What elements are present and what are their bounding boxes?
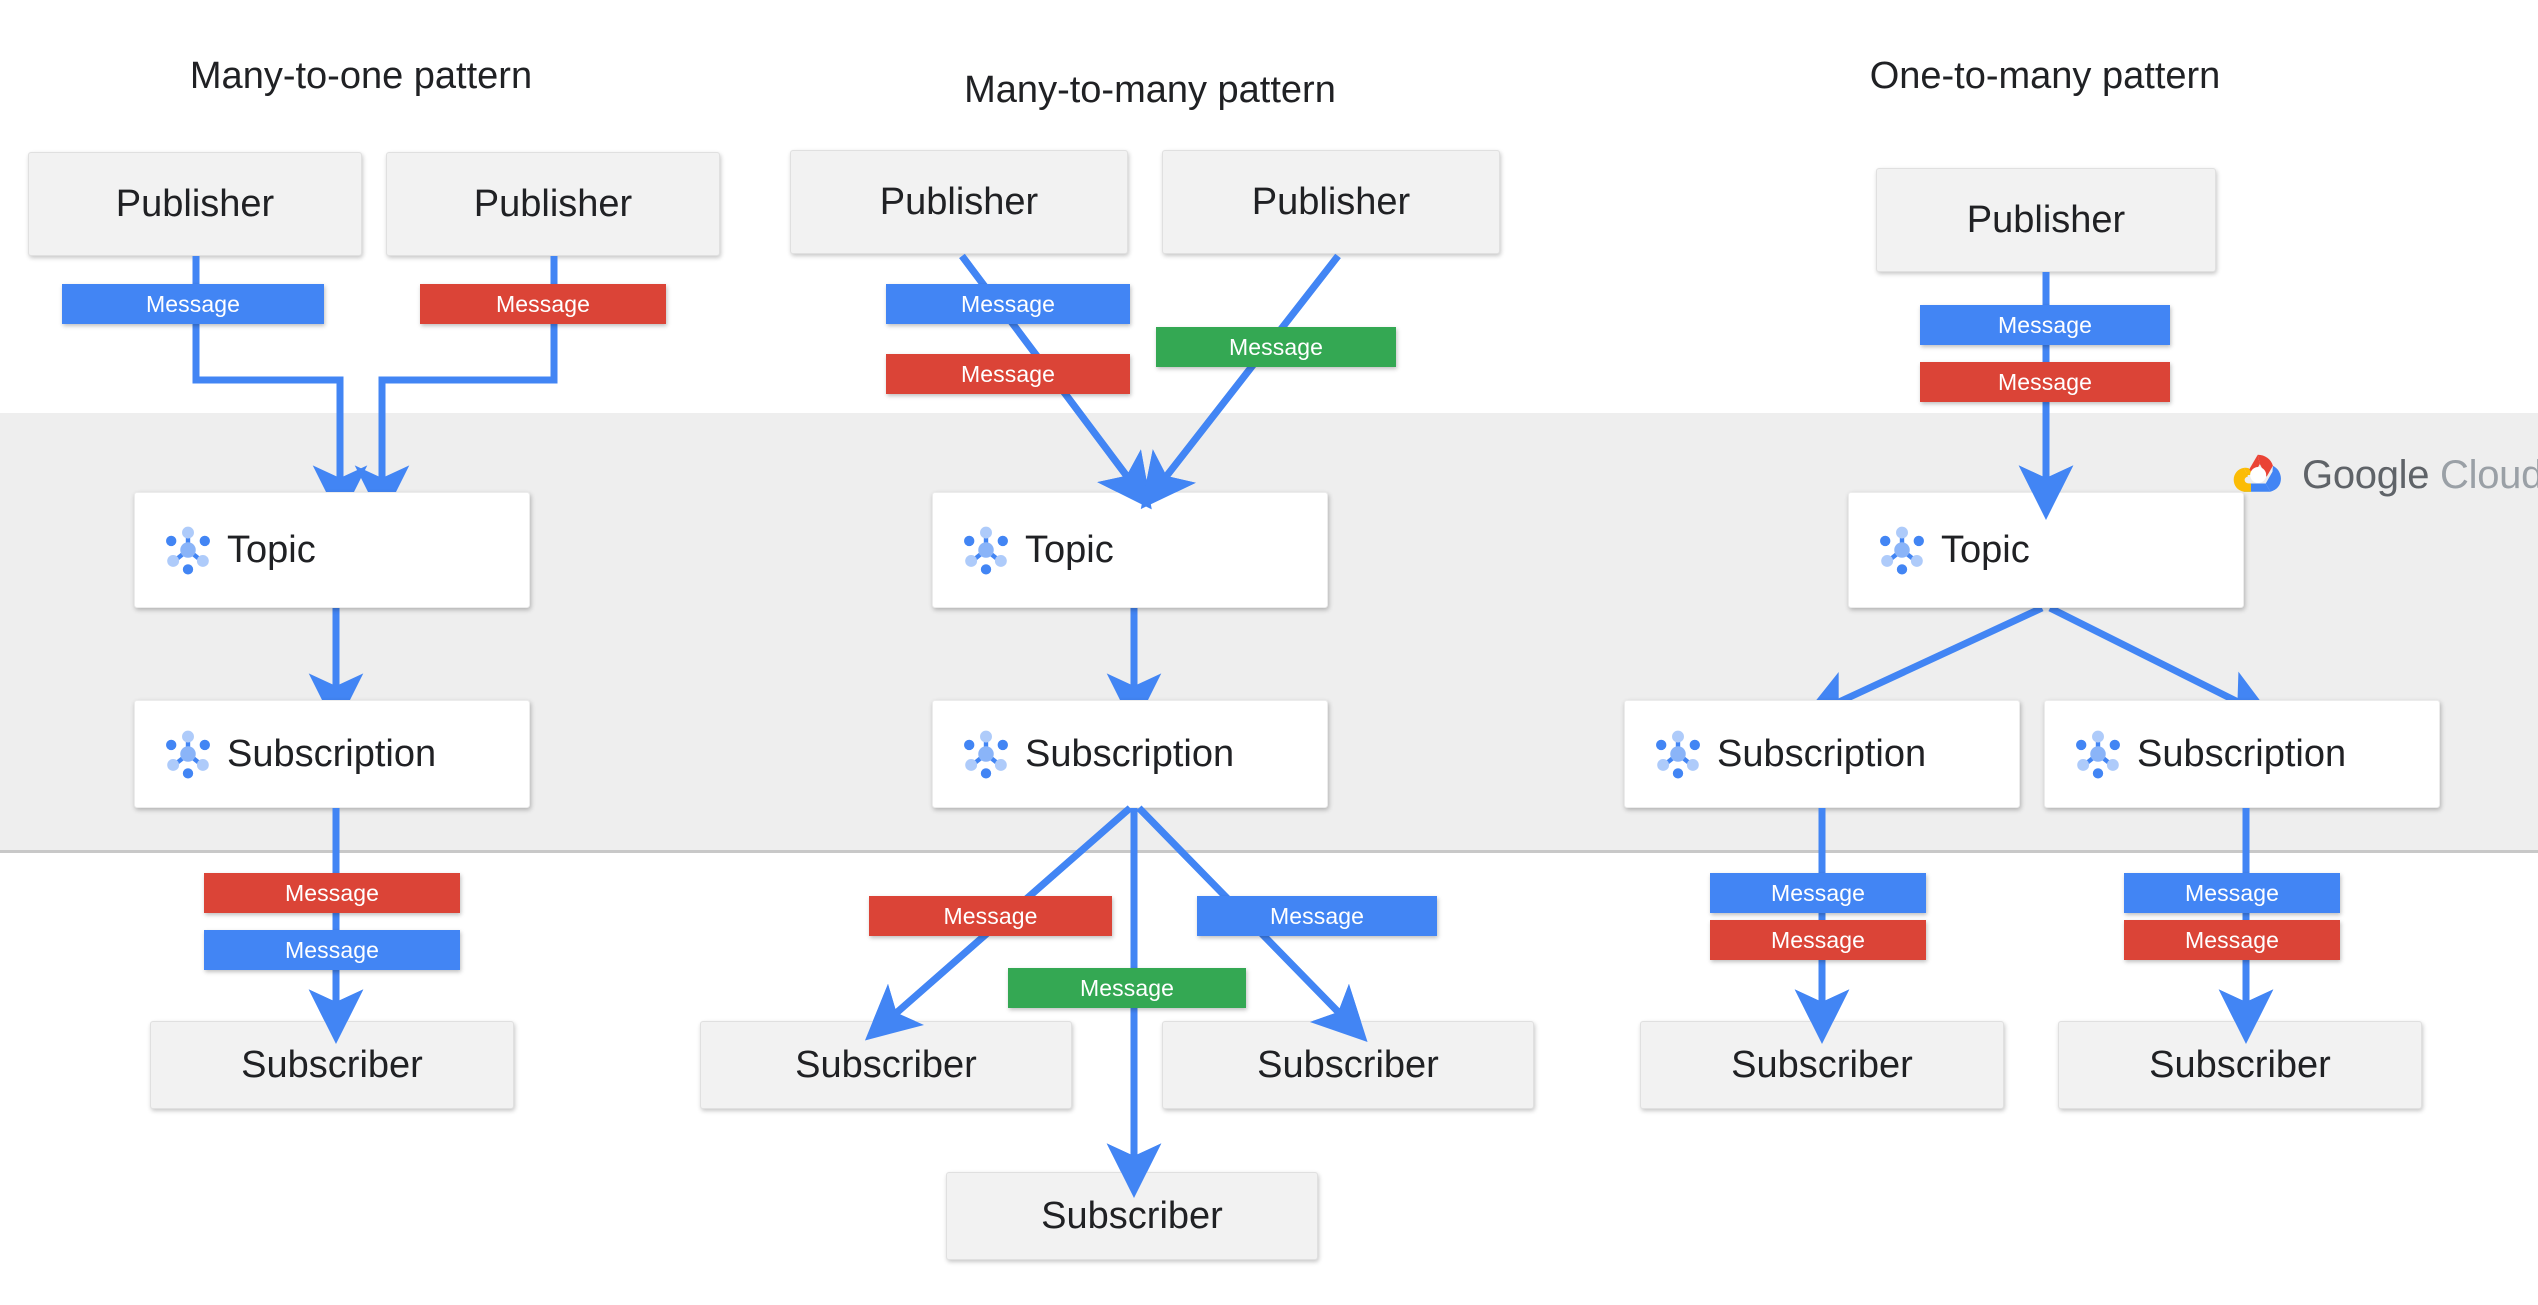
publisher-label: Publisher — [1251, 180, 1411, 223]
heading-one-to-many: One-to-many pattern — [1869, 55, 2221, 97]
subscriber-box[interactable]: Subscriber — [2058, 1021, 2422, 1109]
message-chip-label: Message — [2184, 926, 2280, 953]
pubsub-subscription-icon — [955, 723, 1017, 785]
pubsub-subscription-icon — [157, 723, 219, 785]
message-chip: Message — [204, 873, 460, 913]
message-chip: Message — [204, 930, 460, 970]
subscriber-box[interactable]: Subscriber — [700, 1021, 1072, 1109]
message-chip-label: Message — [284, 879, 380, 906]
message-chip-label: Message — [1997, 368, 2093, 395]
publisher-label: Publisher — [879, 180, 1039, 223]
message-chip: Message — [869, 896, 1112, 936]
message-chip: Message — [1008, 968, 1246, 1008]
publisher-box[interactable]: Publisher — [1876, 168, 2216, 272]
subscription-label: Subscription — [2137, 732, 2347, 775]
message-chip-label: Message — [1228, 333, 1324, 360]
message-chip-label: Message — [2184, 879, 2280, 906]
topic-label: Topic — [227, 528, 316, 571]
publisher-label: Publisher — [473, 182, 633, 225]
message-chip-label: Message — [145, 290, 241, 317]
message-chip: Message — [1710, 873, 1926, 913]
subscriber-box[interactable]: Subscriber — [946, 1172, 1318, 1260]
subscriber-label: Subscriber — [241, 1043, 423, 1086]
message-chip: Message — [1710, 920, 1926, 960]
topic-label: Topic — [1941, 528, 2030, 571]
topic-box[interactable]: Topic — [134, 492, 530, 608]
message-chip-label: Message — [1269, 902, 1365, 929]
message-chip: Message — [420, 284, 666, 324]
pubsub-subscription-icon — [2067, 723, 2129, 785]
message-chip-label: Message — [284, 936, 380, 963]
message-chip-label: Message — [943, 902, 1038, 929]
message-chip-label: Message — [960, 360, 1056, 387]
heading-many-to-one: Many-to-one pattern — [189, 55, 533, 97]
pubsub-topic-icon — [955, 519, 1017, 581]
heading-many-to-many: Many-to-many pattern — [964, 69, 1336, 111]
message-chip: Message — [2124, 873, 2340, 913]
subscription-label: Subscription — [1717, 732, 1927, 775]
message-chip: Message — [886, 284, 1130, 324]
subscriber-box[interactable]: Subscriber — [1162, 1021, 1534, 1109]
message-chip-label: Message — [1997, 311, 2093, 338]
message-chip: Message — [1920, 362, 2170, 402]
subscriber-label: Subscriber — [2149, 1043, 2331, 1086]
message-chip-label: Message — [495, 290, 591, 317]
message-chip-label: Message — [1770, 879, 1866, 906]
subscription-label: Subscription — [227, 732, 437, 775]
message-chip-label: Message — [960, 290, 1056, 317]
google-cloud-logo-icon — [2232, 448, 2286, 502]
publisher-box[interactable]: Publisher — [28, 152, 362, 256]
google-cloud-logo: Google Cloud — [2232, 448, 2538, 502]
subscriber-box[interactable]: Subscriber — [1640, 1021, 2004, 1109]
publisher-box[interactable]: Publisher — [1162, 150, 1500, 254]
topic-box[interactable]: Topic — [1848, 492, 2244, 608]
message-chip-label: Message — [1770, 926, 1866, 953]
message-chip: Message — [886, 354, 1130, 394]
message-chip: Message — [2124, 920, 2340, 960]
pubsub-topic-icon — [157, 519, 219, 581]
subscriber-label: Subscriber — [1257, 1043, 1439, 1086]
brand-cloud: Cloud — [2440, 452, 2538, 497]
subscription-box[interactable]: Subscription — [932, 700, 1328, 808]
message-chip: Message — [1920, 305, 2170, 345]
google-cloud-wordmark: Google Cloud — [2302, 453, 2538, 498]
subscription-box[interactable]: Subscription — [134, 700, 530, 808]
message-chip-label: Message — [1079, 974, 1175, 1001]
publisher-box[interactable]: Publisher — [386, 152, 720, 256]
subscription-label: Subscription — [1025, 732, 1235, 775]
subscriber-box[interactable]: Subscriber — [150, 1021, 514, 1109]
subscriber-label: Subscriber — [1041, 1194, 1223, 1237]
topic-label: Topic — [1025, 528, 1114, 571]
topic-box[interactable]: Topic — [932, 492, 1328, 608]
subscriber-label: Subscriber — [1731, 1043, 1913, 1086]
message-chip: Message — [62, 284, 324, 324]
subscriber-label: Subscriber — [795, 1043, 977, 1086]
publisher-label: Publisher — [115, 182, 275, 225]
publisher-label: Publisher — [1966, 198, 2126, 241]
pubsub-topic-icon — [1871, 519, 1933, 581]
subscription-box[interactable]: Subscription — [1624, 700, 2020, 808]
message-chip: Message — [1156, 327, 1396, 367]
publisher-box[interactable]: Publisher — [790, 150, 1128, 254]
pubsub-subscription-icon — [1647, 723, 1709, 785]
brand-google: Google — [2302, 452, 2430, 497]
subscription-box[interactable]: Subscription — [2044, 700, 2440, 808]
message-chip: Message — [1197, 896, 1437, 936]
